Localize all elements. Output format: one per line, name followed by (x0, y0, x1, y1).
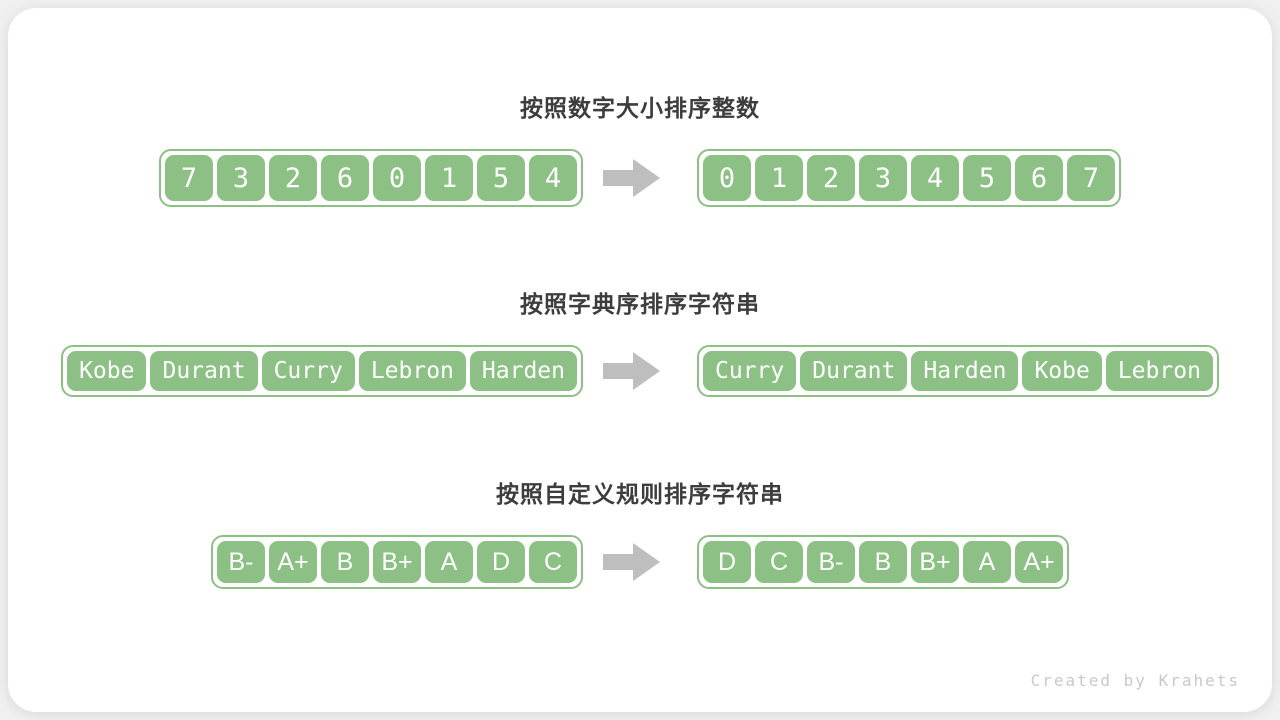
right-arrow-icon (603, 159, 660, 197)
right-arrow-icon (603, 352, 660, 390)
array-cell: B (321, 541, 369, 583)
array-cell: 4 (911, 155, 959, 201)
array-cell: B- (217, 541, 265, 583)
section-title-sort-integers: 按照数字大小排序整数 (520, 96, 760, 122)
array-cell: D (477, 541, 525, 583)
array-cell: Lebron (358, 351, 466, 391)
array-cell: Curry (703, 351, 797, 391)
array-cell: Kobe (67, 351, 147, 391)
array-cell: 0 (703, 155, 751, 201)
section-title-sort-custom: 按照自定义规则排序字符串 (496, 482, 784, 508)
array-cell: Kobe (1022, 351, 1102, 391)
array-cell: A+ (269, 541, 317, 583)
array-cell: Durant (800, 351, 908, 391)
array-cell: Lebron (1105, 351, 1213, 391)
unsorted-array: 7 3 2 6 0 1 5 4 (159, 149, 583, 207)
unsorted-array: B- A+ B B+ A D C (211, 535, 583, 589)
array-cell: B+ (911, 541, 959, 583)
array-cell: 3 (859, 155, 907, 201)
array-cell: Durant (150, 351, 258, 391)
section-row-sort-custom: B- A+ B B+ A D C D C B- B B+ A A+ (8, 535, 1272, 589)
sorted-array: 0 1 2 3 4 5 6 7 (697, 149, 1121, 207)
array-cell: 0 (373, 155, 421, 201)
right-arrow-icon (603, 543, 660, 581)
array-cell: 5 (963, 155, 1011, 201)
array-cell: 7 (165, 155, 213, 201)
array-cell: 5 (477, 155, 525, 201)
array-cell: 2 (269, 155, 317, 201)
array-cell: Curry (261, 351, 355, 391)
credit-text: Created by Krahets (1030, 671, 1240, 690)
section-row-sort-integers: 7 3 2 6 0 1 5 4 0 1 2 3 4 5 6 7 (8, 149, 1272, 207)
array-cell: D (703, 541, 751, 583)
array-cell: 1 (755, 155, 803, 201)
array-cell: C (529, 541, 577, 583)
array-cell: B (859, 541, 907, 583)
array-cell: 1 (425, 155, 473, 201)
array-cell: C (755, 541, 803, 583)
unsorted-array: Kobe Durant Curry Lebron Harden (61, 345, 583, 397)
array-cell: 6 (1015, 155, 1063, 201)
array-cell: 4 (529, 155, 577, 201)
array-cell: A (425, 541, 473, 583)
sorted-array: Curry Durant Harden Kobe Lebron (697, 345, 1219, 397)
array-cell: 6 (321, 155, 369, 201)
section-title-sort-lexicographic: 按照字典序排序字符串 (520, 292, 760, 318)
diagram-card: 按照数字大小排序整数 7 3 2 6 0 1 5 4 0 1 2 3 4 5 (8, 8, 1272, 712)
array-cell: 3 (217, 155, 265, 201)
diagram-content: 按照数字大小排序整数 7 3 2 6 0 1 5 4 0 1 2 3 4 5 (8, 8, 1272, 712)
array-cell: B+ (373, 541, 421, 583)
array-cell: Harden (469, 351, 577, 391)
array-cell: Harden (911, 351, 1019, 391)
sorted-array: D C B- B B+ A A+ (697, 535, 1069, 589)
array-cell: 2 (807, 155, 855, 201)
section-row-sort-lexicographic: Kobe Durant Curry Lebron Harden Curry Du… (8, 345, 1272, 397)
array-cell: A+ (1015, 541, 1063, 583)
array-cell: 7 (1067, 155, 1115, 201)
array-cell: A (963, 541, 1011, 583)
array-cell: B- (807, 541, 855, 583)
